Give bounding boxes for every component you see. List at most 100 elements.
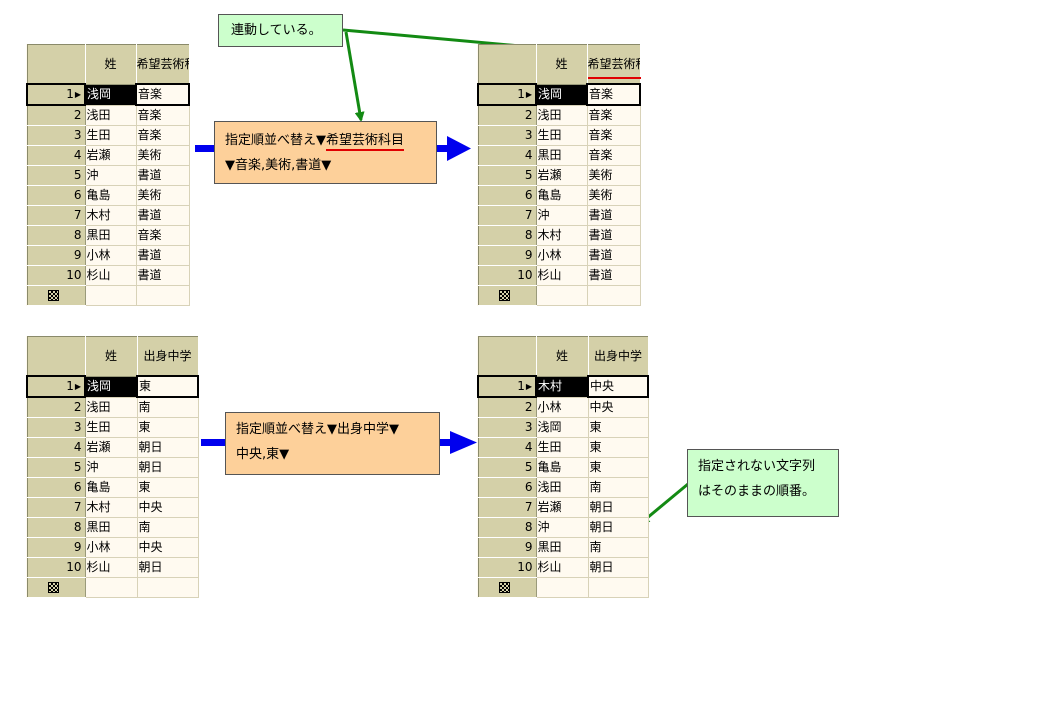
- row-number[interactable]: 5: [478, 165, 537, 186]
- row-number[interactable]: 1▶: [26, 83, 86, 106]
- new-record-row[interactable]: [27, 285, 190, 306]
- cell-surname[interactable]: 岩瀬: [536, 165, 588, 186]
- row-number[interactable]: 3: [27, 125, 86, 146]
- cell-value[interactable]: 書道: [587, 205, 641, 226]
- table-row[interactable]: 1▶浅岡東: [26, 375, 199, 398]
- cell-surname[interactable]: 浅田: [85, 397, 138, 418]
- cell-surname[interactable]: 杉山: [536, 557, 589, 578]
- corner-header[interactable]: [27, 44, 86, 85]
- cell-value[interactable]: 南: [588, 537, 649, 558]
- cell-surname[interactable]: 浅岡: [85, 376, 138, 398]
- table-top-right[interactable]: 姓希望芸術科目1▶浅岡音楽2浅田音楽3生田音楽4黒田音楽5岩瀬美術6亀島美術7沖…: [477, 44, 641, 306]
- row-number[interactable]: 2: [478, 105, 537, 126]
- row-number[interactable]: 5: [478, 457, 537, 478]
- cell-value[interactable]: 朝日: [588, 557, 649, 578]
- cell-value[interactable]: 美術: [136, 185, 190, 206]
- cell-value[interactable]: 中央: [137, 497, 199, 518]
- row-number[interactable]: 5: [27, 457, 86, 478]
- cell-value[interactable]: 東: [136, 375, 199, 398]
- row-number[interactable]: 10: [478, 557, 537, 578]
- cell-surname[interactable]: 生田: [85, 125, 137, 146]
- empty-cell[interactable]: [536, 285, 588, 306]
- row-number[interactable]: 9: [478, 537, 537, 558]
- cell-surname[interactable]: 黒田: [536, 145, 588, 166]
- cell-surname[interactable]: 浅田: [536, 105, 588, 126]
- cell-surname[interactable]: 小林: [536, 397, 589, 418]
- row-number[interactable]: 8: [27, 225, 86, 246]
- new-record-selector[interactable]: [27, 285, 86, 306]
- cell-surname[interactable]: 沖: [85, 457, 138, 478]
- cell-surname[interactable]: 木村: [536, 376, 589, 398]
- column-header[interactable]: 出身中学: [588, 336, 649, 377]
- cell-value[interactable]: 音楽: [587, 145, 641, 166]
- cell-surname[interactable]: 黒田: [536, 537, 589, 558]
- cell-value[interactable]: 書道: [587, 245, 641, 266]
- row-number[interactable]: 10: [27, 265, 86, 286]
- column-header[interactable]: 姓: [85, 336, 138, 377]
- cell-value[interactable]: 音楽: [587, 125, 641, 146]
- row-number[interactable]: 8: [478, 225, 537, 246]
- row-number[interactable]: 6: [27, 185, 86, 206]
- row-number[interactable]: 3: [478, 125, 537, 146]
- cell-surname[interactable]: 岩瀬: [85, 437, 138, 458]
- empty-cell[interactable]: [85, 577, 138, 598]
- row-number[interactable]: 8: [27, 517, 86, 538]
- cell-value[interactable]: 音楽: [135, 83, 190, 106]
- row-number[interactable]: 9: [27, 245, 86, 266]
- row-number[interactable]: 2: [27, 397, 86, 418]
- column-header[interactable]: 姓: [85, 44, 137, 85]
- row-number[interactable]: 3: [478, 417, 537, 438]
- cell-value[interactable]: 書道: [136, 265, 190, 286]
- cell-surname[interactable]: 黒田: [85, 517, 138, 538]
- corner-header[interactable]: [478, 44, 537, 85]
- cell-value[interactable]: 朝日: [588, 497, 649, 518]
- cell-value[interactable]: 東: [137, 417, 199, 438]
- cell-value[interactable]: 書道: [136, 205, 190, 226]
- table-row[interactable]: 1▶木村中央: [477, 375, 649, 398]
- cell-surname[interactable]: 杉山: [536, 265, 588, 286]
- cell-surname[interactable]: 亀島: [85, 477, 138, 498]
- cell-value[interactable]: 朝日: [588, 517, 649, 538]
- row-number[interactable]: 3: [27, 417, 86, 438]
- new-record-selector[interactable]: [478, 577, 537, 598]
- cell-value[interactable]: 音楽: [136, 225, 190, 246]
- cell-surname[interactable]: 小林: [85, 245, 137, 266]
- corner-header[interactable]: [478, 336, 537, 377]
- column-header[interactable]: 姓: [536, 336, 589, 377]
- empty-cell[interactable]: [588, 577, 649, 598]
- cell-surname[interactable]: 浅田: [536, 477, 589, 498]
- cell-value[interactable]: 中央: [587, 375, 649, 398]
- new-record-selector[interactable]: [27, 577, 86, 598]
- row-number[interactable]: 10: [27, 557, 86, 578]
- column-header[interactable]: 希望芸術科目: [136, 44, 190, 85]
- cell-surname[interactable]: 小林: [85, 537, 138, 558]
- row-number[interactable]: 4: [478, 437, 537, 458]
- cell-value[interactable]: 美術: [587, 165, 641, 186]
- cell-value[interactable]: 音楽: [587, 105, 641, 126]
- cell-value[interactable]: 音楽: [136, 105, 190, 126]
- row-number[interactable]: 1▶: [26, 375, 86, 398]
- empty-cell[interactable]: [136, 285, 190, 306]
- new-record-row[interactable]: [478, 285, 641, 306]
- cell-value[interactable]: 書道: [587, 265, 641, 286]
